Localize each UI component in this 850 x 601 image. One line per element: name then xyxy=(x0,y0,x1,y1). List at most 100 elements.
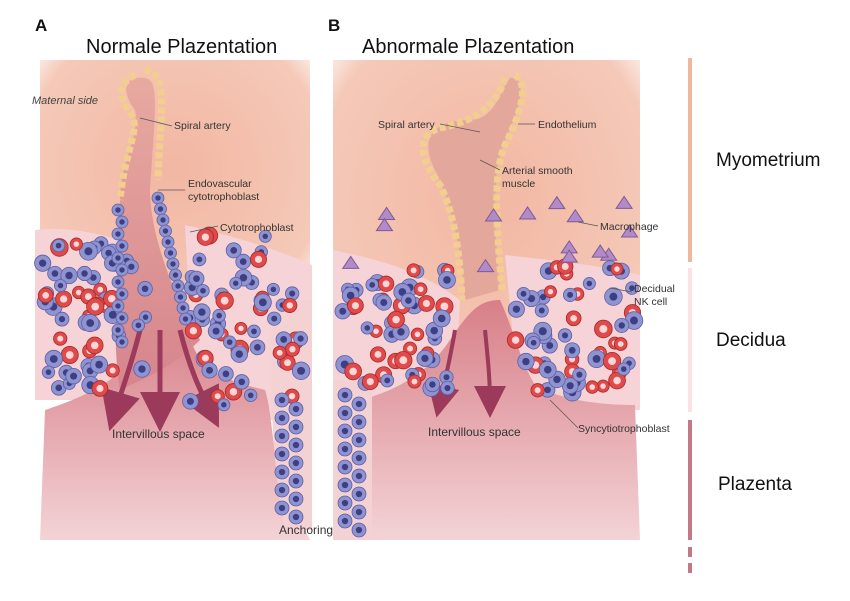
cell-nucleus xyxy=(629,285,635,291)
macrophage-cell xyxy=(377,206,396,220)
cell-nucleus xyxy=(235,350,244,358)
decidua-bar xyxy=(688,268,692,412)
cell-nucleus xyxy=(289,346,296,353)
leader-line xyxy=(139,117,173,127)
cell-nucleus xyxy=(180,305,186,311)
cell-nucleus xyxy=(247,392,254,399)
cell-nucleus xyxy=(364,325,371,331)
cell-nucleus xyxy=(280,335,288,343)
cell-nucleus xyxy=(157,206,164,212)
cell-nucleus xyxy=(42,292,50,299)
leader-line xyxy=(189,225,219,233)
macrophage-cell xyxy=(518,206,537,220)
macrophage-cell xyxy=(375,217,394,232)
cell-nucleus xyxy=(355,526,363,534)
cell-nucleus xyxy=(284,359,292,367)
cell-nucleus xyxy=(543,365,552,374)
cell-nucleus xyxy=(297,366,306,375)
label-b-intervillous-space: Intervillous space xyxy=(428,425,521,439)
cell-nucleus xyxy=(128,263,135,270)
layer-label-myometrium: Myometrium xyxy=(716,150,821,171)
cell-nucleus xyxy=(186,397,194,405)
cell-nucleus xyxy=(193,275,200,283)
cell-nucleus xyxy=(97,286,104,293)
cell-nucleus xyxy=(512,305,521,313)
cell-nucleus xyxy=(355,436,363,444)
cell-nucleus xyxy=(617,341,624,347)
cell-nucleus xyxy=(289,290,296,297)
cell-nucleus xyxy=(397,328,405,336)
panel-a-flow-arrow-3 xyxy=(177,329,219,428)
cell-nucleus xyxy=(351,302,359,310)
cell-nucleus xyxy=(609,292,618,301)
cell-nucleus xyxy=(341,463,349,471)
cell-nucleus xyxy=(544,386,551,394)
cell-nucleus xyxy=(55,242,62,249)
label-endovascular-2: cytotrophoblast xyxy=(188,191,259,203)
cell-nucleus xyxy=(55,384,63,392)
panel-b-illustration: Spiral artery Endothelium Arterial smoot… xyxy=(333,60,675,540)
cell-nucleus xyxy=(214,393,221,400)
cell-nucleus xyxy=(189,327,198,335)
cell-nucleus xyxy=(155,195,161,201)
cell-nucleus xyxy=(81,270,88,277)
cell-nucleus xyxy=(278,432,286,440)
cell-nucleus xyxy=(339,307,347,315)
cell-nucleus xyxy=(95,360,103,369)
cell-nucleus xyxy=(259,298,267,307)
cell-nucleus xyxy=(119,291,125,297)
cell-nucleus xyxy=(119,267,125,273)
cell-nucleus xyxy=(511,336,520,344)
cell-nucleus xyxy=(182,316,189,322)
label-a-intervillous-space: Intervillous space xyxy=(112,427,205,441)
cell-nucleus xyxy=(270,286,277,293)
cell-nucleus xyxy=(115,231,121,237)
cell-nucleus xyxy=(271,315,278,322)
cell-nucleus xyxy=(198,308,206,316)
cell-nucleus xyxy=(222,370,230,378)
cell-nucleus xyxy=(292,459,300,467)
layer-label-plazenta: Plazenta xyxy=(718,474,792,495)
cell-nucleus xyxy=(405,297,412,304)
cell-nucleus xyxy=(105,249,112,257)
cell-nucleus xyxy=(399,356,408,365)
cell-nucleus xyxy=(341,427,349,435)
panel-b-artery-wall-left xyxy=(419,76,509,301)
cell-nucleus xyxy=(629,316,638,325)
cell-nucleus xyxy=(51,270,59,277)
cell-nucleus xyxy=(534,387,541,394)
cell-nucleus xyxy=(212,327,220,335)
panel-b-flow-arrow-2 xyxy=(473,329,506,418)
cell-nucleus xyxy=(292,441,300,449)
cell-nucleus xyxy=(288,392,296,400)
cell-nucleus xyxy=(142,314,149,320)
cell-nucleus xyxy=(138,365,146,373)
cell-nucleus xyxy=(49,355,58,363)
leader-line xyxy=(439,123,481,133)
cell-nucleus xyxy=(170,261,176,267)
cell-nucleus xyxy=(355,508,363,516)
cell-nucleus xyxy=(414,331,421,338)
cell-nucleus xyxy=(73,241,80,247)
cell-nucleus xyxy=(546,342,554,349)
cell-nucleus xyxy=(238,378,246,386)
cell-nucleus xyxy=(398,288,407,296)
label-a-spiral-artery: Spiral artery xyxy=(174,120,231,132)
cell-nucleus xyxy=(201,354,209,362)
cell-nucleus xyxy=(84,247,93,256)
cell-nucleus xyxy=(437,314,446,323)
label-arterial-2: muscle xyxy=(502,178,535,190)
cell-nucleus xyxy=(355,454,363,462)
label-b-spiral-artery: Spiral artery xyxy=(378,119,435,131)
cell-nucleus xyxy=(417,286,424,293)
cell-nucleus xyxy=(221,402,227,408)
cell-nucleus xyxy=(421,354,429,363)
cell-nucleus xyxy=(96,384,104,393)
cell-nucleus xyxy=(341,499,349,507)
cell-nucleus xyxy=(538,307,545,314)
cell-nucleus xyxy=(57,335,64,342)
cell-nucleus xyxy=(346,291,355,300)
cell-nucleus xyxy=(160,217,166,223)
cell-nucleus xyxy=(443,374,450,381)
